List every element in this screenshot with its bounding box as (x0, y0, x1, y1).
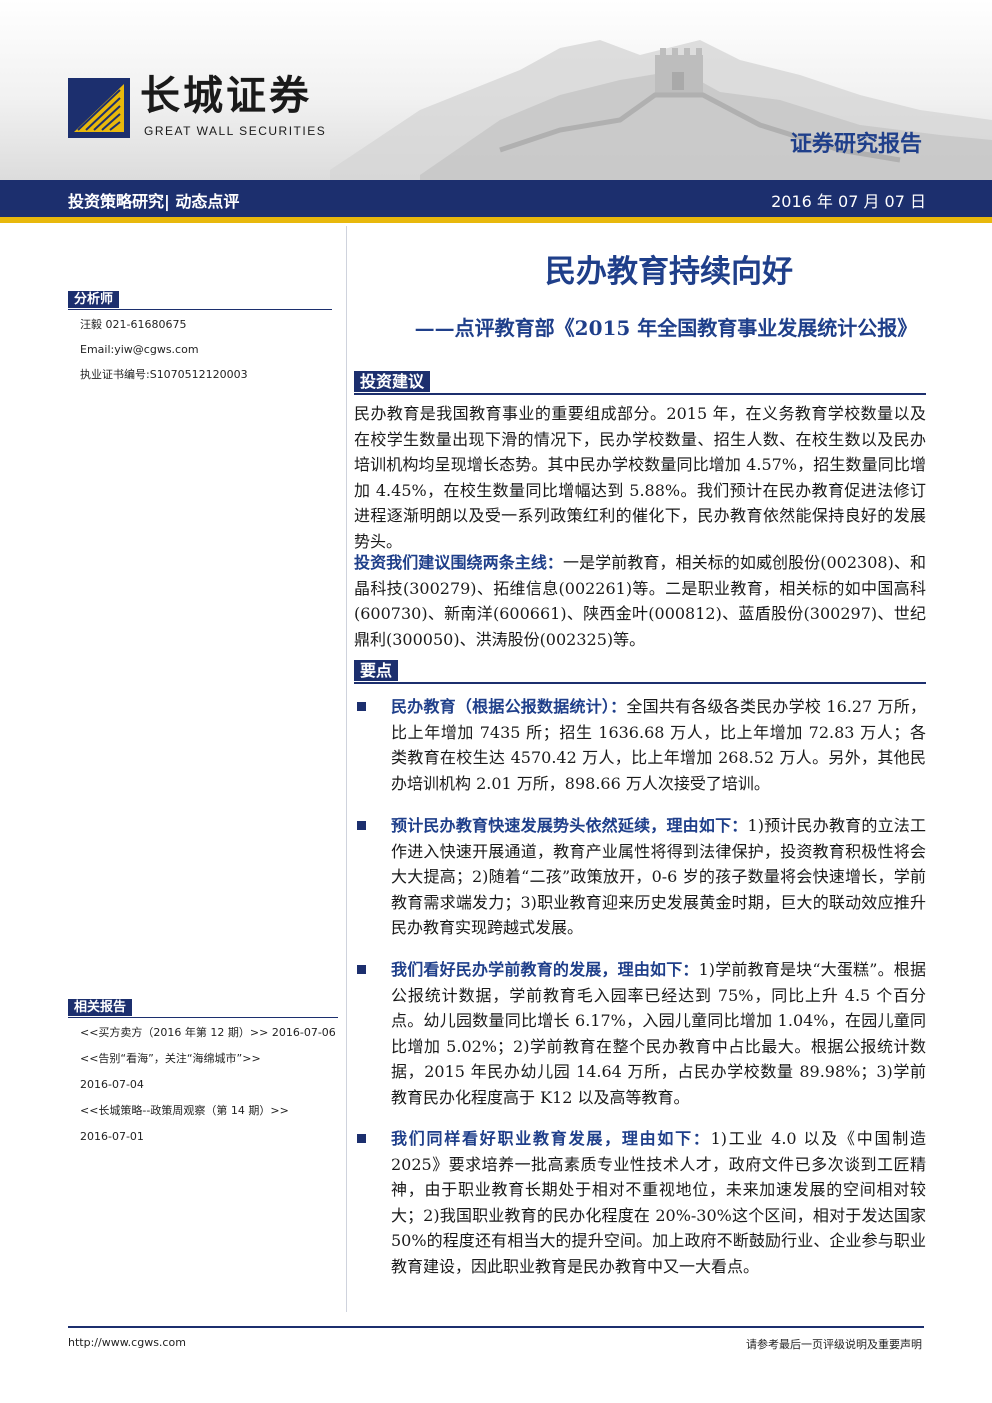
category-band (0, 180, 992, 223)
analyst-phone: 汪毅 021-61680675 (80, 318, 187, 331)
report-category: 投资策略研究| 动态点评 (68, 192, 240, 211)
header-banner (0, 0, 992, 180)
related-report-3-date: 2016-07-01 (80, 1130, 144, 1143)
analyst-section: 分析师 (68, 288, 332, 310)
bullet-square-icon (357, 965, 366, 974)
invest-p2-lead: 投资我们建议围绕两条主线： (354, 553, 564, 572)
related-report-3[interactable]: <<长城策略--政策周观察（第 14 期）>> (80, 1104, 289, 1117)
key-point-3: 我们看好民办学前教育的发展，理由如下：1)学前教育是块“大蛋糕”。根据公报统计数… (391, 960, 926, 1107)
report-subtitle: ——点评教育部《2015 年全国教育事业发展统计公报》 (414, 316, 918, 340)
report-title: 民办教育持续向好 (545, 254, 793, 290)
invest-head-rule (354, 393, 926, 395)
invest-section-header: 投资建议 (354, 368, 926, 395)
related-report-2[interactable]: <<告别“看海”，关注“海绵城市”>> (80, 1052, 261, 1065)
brand-name-en: GREAT WALL SECURITIES (144, 124, 327, 138)
bullet-square-icon (357, 702, 366, 711)
related-report-2-date: 2016-07-04 (80, 1078, 144, 1091)
analyst-email: Email:yiw@cgws.com (80, 343, 199, 356)
bullet-square-icon (357, 821, 366, 830)
brand-name-cn: 长城证券 (140, 72, 312, 119)
related-title-rule (68, 1017, 338, 1018)
report-date: 2016 年 07 月 07 日 (771, 192, 926, 211)
footer-disclaimer: 请参考最后一页评级说明及重要声明 (746, 1338, 922, 1351)
related-section: 相关报告 (68, 996, 338, 1018)
invest-p2-text: 一是学前教育，相关标的如威创股份(002308)、和晶科技(300279)、拓维… (354, 553, 926, 649)
related-title: 相关报告 (68, 999, 133, 1016)
key-head: 要点 (354, 660, 399, 681)
analyst-title: 分析师 (68, 291, 120, 308)
analyst-cert: 执业证书编号:S1070512120003 (80, 368, 248, 381)
key-head-rule (354, 682, 926, 684)
invest-head: 投资建议 (354, 371, 431, 392)
key-point-4: 我们同样看好职业教育发展，理由如下：1)工业 4.0 以及《中国制造 2025》… (391, 1129, 926, 1276)
invest-paragraph-1: 民办教育是我国教育事业的重要组成部分。2015 年，在义务教育学校数量以及在校学… (354, 404, 926, 551)
great-wall-mountains-image (330, 40, 992, 180)
report-type-label: 证券研究报告 (789, 132, 922, 157)
invest-paragraph-2: 投资我们建议围绕两条主线：一是学前教育，相关标的如威创股份(002308)、和晶… (354, 550, 926, 652)
key-section-header: 要点 (354, 657, 926, 684)
bullet-square-icon (357, 1134, 366, 1143)
sidebar-divider (346, 226, 347, 1312)
key-point-2: 预计民办教育快速发展势头依然延续，理由如下：1)预计民办教育的立法工作进入快速开… (391, 816, 926, 937)
analyst-title-rule (68, 309, 332, 310)
footer-rule (68, 1326, 924, 1328)
footer-url-link[interactable]: http://www.cgws.com (68, 1336, 186, 1349)
great-wall-logo-icon (68, 78, 130, 138)
key-point-1: 民办教育（根据公报数据统计）：全国共有各级各类民办学校 16.27 万所，比上年… (391, 697, 926, 793)
related-report-1[interactable]: <<买方卖方（2016 年第 12 期）>> 2016-07-06 (80, 1026, 336, 1039)
